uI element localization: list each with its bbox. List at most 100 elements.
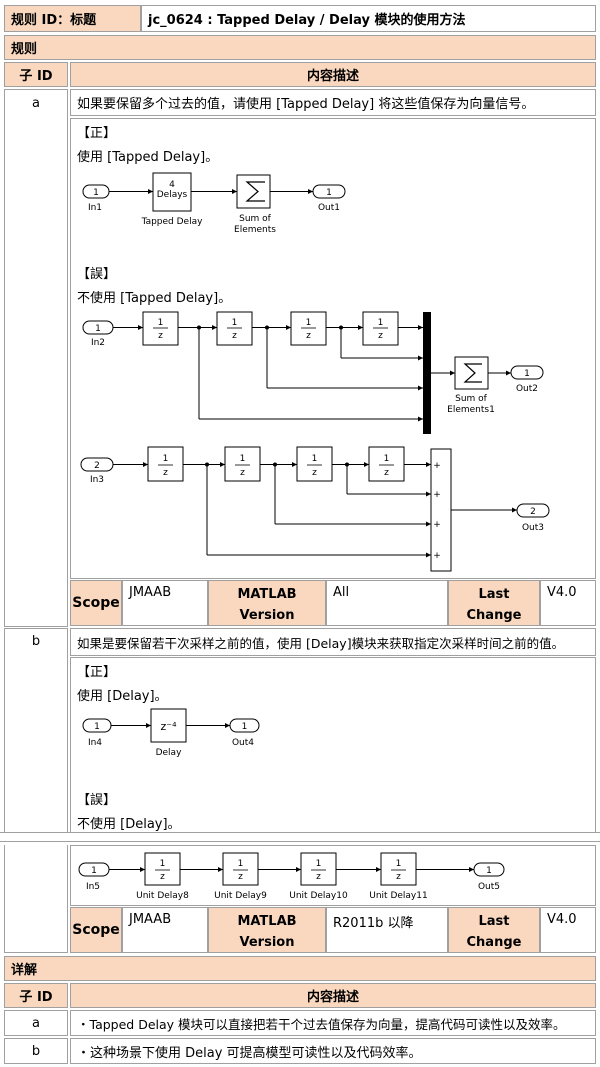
d2-sum-name1: Sum of <box>455 394 488 404</box>
d1-block-name: Tapped Delay <box>141 217 204 227</box>
unit-delay-chain-diagram: 1 In5 1 z 1 z 1 z 1 z Unit Delay8 Unit D… <box>78 852 505 901</box>
rule-b-wrong-label: 【誤】 <box>77 793 117 808</box>
d5-out-name: Out5 <box>478 882 500 892</box>
tapped-delay-diagram: 1 In1 4 Delays Tapped Delay Sum of Eleme… <box>82 172 346 235</box>
d2-z2-num: 1 <box>232 318 238 328</box>
d3-plus-2: + <box>433 490 441 500</box>
rule-a-scope-label: Scope <box>70 580 122 626</box>
d4-in-name: In4 <box>88 738 102 748</box>
rule-id-label: 规则 ID：标题 <box>4 5 141 32</box>
d5-name-1: Unit Delay8 <box>136 891 189 901</box>
rule-b-correct-label: 【正】 <box>77 665 117 680</box>
d5-out-number: 1 <box>486 866 492 876</box>
rules-section-label: 规则 <box>4 35 596 60</box>
detail-row-a-id: a <box>4 1010 68 1036</box>
d1-sum-name2: Elements <box>234 225 276 235</box>
d5-in-name: In5 <box>86 882 100 892</box>
rule-b-correct-text: 使用 [Delay]。 <box>77 689 168 704</box>
delay-block-diagram: 1 In4 z⁻⁴ Delay 1 Out4 <box>82 708 260 758</box>
d4-block-name: Delay <box>156 748 182 758</box>
rule-b-text: 如果是要保留若干次采样之前的值，使用 [Delay]模块来获取指定次采样时间之前… <box>70 628 596 656</box>
d3-in-number: 2 <box>94 461 100 471</box>
d4-block-label: z⁻⁴ <box>161 720 178 733</box>
d5-z4-num: 1 <box>396 859 402 869</box>
d3-z3-den: z <box>312 468 317 478</box>
d5-in-number: 1 <box>91 866 97 876</box>
d2-z4-den: z <box>378 331 383 341</box>
rule-a-scope-value: JMAAB <box>122 580 208 626</box>
rule-a-id-cell: a <box>4 89 68 627</box>
d5-name-3: Unit Delay10 <box>289 891 348 901</box>
d3-z1-den: z <box>163 468 168 478</box>
d5-name-4: Unit Delay11 <box>369 891 427 901</box>
d2-z1-num: 1 <box>158 318 164 328</box>
rule-a-correct-label: 【正】 <box>77 126 117 141</box>
d5-z4-den: z <box>396 872 401 882</box>
d2-in-number: 1 <box>95 324 101 334</box>
d3-plus-4: + <box>433 551 441 561</box>
d4-in-number: 1 <box>94 722 100 732</box>
d3-plus-3: + <box>433 520 441 530</box>
d1-out-name: Out1 <box>318 203 340 213</box>
d2-in-name: In2 <box>91 338 105 348</box>
d1-in-name: In1 <box>88 203 102 213</box>
d5-z2-num: 1 <box>238 859 244 869</box>
d3-z4-den: z <box>384 468 389 478</box>
col-sub-id-header: 子 ID <box>4 62 68 87</box>
d3-z2-den: z <box>240 468 245 478</box>
d1-block-line1: 4 <box>169 180 175 190</box>
d2-out-name: Out2 <box>516 384 538 394</box>
rule-b-scope-label: Scope <box>70 907 122 953</box>
rule-a-example-box: 【正】 使用 [Tapped Delay]。 【誤】 不使用 [Tapped D… <box>70 118 596 579</box>
rule-b-id-cell-cont <box>4 845 68 953</box>
rule-a-text: 如果要保留多个过去的值，请使用 [Tapped Delay] 将这些值保存为向量… <box>70 89 596 116</box>
d3-out-name: Out3 <box>522 523 544 533</box>
d5-name-2: Unit Delay9 <box>214 891 267 901</box>
d4-out-name: Out4 <box>232 738 254 748</box>
rule-b-matlab-value: R2011b 以降 <box>326 907 448 953</box>
d1-block-line2: Delays <box>157 190 188 200</box>
d3-z1-num: 1 <box>163 454 169 464</box>
details-col-sub-id-header: 子 ID <box>4 983 68 1008</box>
d2-z4-num: 1 <box>378 318 384 328</box>
d1-in-number: 1 <box>93 188 99 198</box>
detail-row-b-text: ・这种场景下使用 Delay 可提高模型可读性以及代码效率。 <box>70 1038 596 1064</box>
rule-a-correct-text: 使用 [Tapped Delay]。 <box>77 150 219 165</box>
d2-z1-den: z <box>158 331 163 341</box>
d2-z3-num: 1 <box>306 318 312 328</box>
rule-a-wrong-label: 【誤】 <box>77 267 117 282</box>
d3-z3-num: 1 <box>312 454 318 464</box>
d1-out-number: 1 <box>326 188 332 198</box>
d5-z3-den: z <box>316 872 321 882</box>
page-break <box>0 832 600 842</box>
d2-sum-name2: Elements1 <box>447 405 495 415</box>
rule-b-scope-value: JMAAB <box>122 907 208 953</box>
unit-delay-sum-diagram: 1 In2 1 z 1 z 1 z 1 z Sum of Elements1 1… <box>82 311 544 434</box>
detail-row-a-text: ・Tapped Delay 模块可以直接把若干个过去值保存为向量，提高代码可读性… <box>70 1010 596 1036</box>
col-desc-header: 内容描述 <box>70 62 596 87</box>
rule-b-id-cell: b <box>4 628 68 832</box>
d1-sum-name1: Sum of <box>239 214 272 224</box>
rule-b-wrong-text: 不使用 [Delay]。 <box>77 817 181 832</box>
details-col-desc-header: 内容描述 <box>70 983 596 1008</box>
rule-b-example-box: 【正】 使用 [Delay]。 【誤】 不使用 [Delay]。 1 In4 z… <box>70 657 596 832</box>
d3-in-name: In3 <box>90 475 104 485</box>
d3-z4-num: 1 <box>384 454 390 464</box>
rule-title: jc_0624 : Tapped Delay / Delay 模块的使用方法 <box>141 5 596 32</box>
rule-a-wrong-text: 不使用 [Tapped Delay]。 <box>77 291 232 306</box>
d5-z1-den: z <box>160 872 165 882</box>
rule-a-id: a <box>32 96 40 111</box>
rule-b-id: b <box>31 634 41 649</box>
d5-z3-num: 1 <box>316 859 322 869</box>
detail-row-b-id: b <box>4 1038 68 1064</box>
d3-plus-1: + <box>433 461 441 471</box>
d2-z3-den: z <box>306 331 311 341</box>
unit-delay-add-diagram: 2 In3 1 z 1 z 1 z 1 z + + + + 2 Out3 <box>80 446 550 572</box>
rule-b-change-value: V4.0 <box>540 907 596 953</box>
rule-b-example-box-cont: 1 In5 1 z 1 z 1 z 1 z Unit Delay8 Unit D… <box>70 845 596 906</box>
d3-z2-num: 1 <box>240 454 246 464</box>
